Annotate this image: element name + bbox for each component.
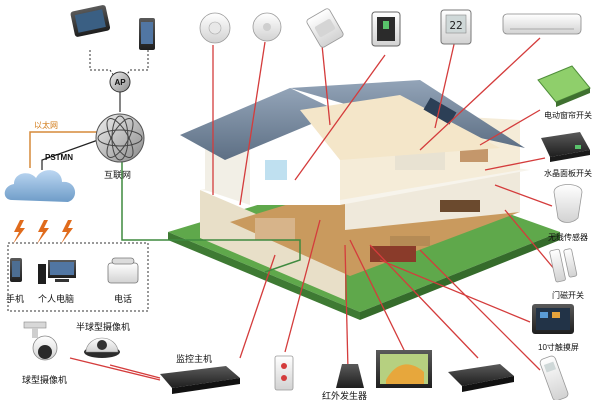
- internet-label: 互联网: [104, 170, 131, 180]
- dotted-link: [89, 50, 119, 83]
- thermostat-icon: 22: [440, 9, 472, 45]
- monitoring-host-icon: [160, 366, 240, 394]
- telephone-label: 电话: [114, 293, 132, 304]
- monitor-host-label: 监控主机: [176, 353, 212, 364]
- leader-line: [239, 254, 276, 359]
- telephone-icon: [107, 257, 139, 284]
- leader-lines: [69, 37, 556, 381]
- curtain-switch-label: 电动窗帘开关: [544, 110, 592, 120]
- internet-line: [121, 160, 301, 273]
- lawn-edge: [168, 232, 360, 320]
- touch-screen-icon: [532, 304, 574, 334]
- tablet-icon: [70, 5, 111, 37]
- leader-line: [284, 219, 321, 353]
- cloud-icon: [4, 170, 76, 202]
- mobile-phone-icon: [139, 18, 155, 50]
- ethernet-line: [29, 131, 98, 168]
- pc-icon: [38, 260, 76, 284]
- upper-floor-room: [250, 145, 340, 205]
- leader-line: [294, 54, 386, 181]
- leader-line: [69, 357, 161, 381]
- ap-label: AP: [114, 78, 126, 87]
- door-sensor-label: 门磁开关: [552, 290, 584, 300]
- kitchen-cabinet: [255, 218, 295, 240]
- phone-icon: [10, 258, 22, 282]
- leader-line: [504, 209, 556, 271]
- sofa: [370, 246, 416, 262]
- speed-dome-label: 球型摄像机: [22, 374, 67, 385]
- speed-dome-camera-icon: [23, 321, 58, 361]
- leader-line: [434, 39, 456, 129]
- leader-line: [479, 109, 541, 146]
- house-illustration: [168, 80, 560, 320]
- bedroom-cabinet: [460, 148, 488, 162]
- leader-line: [109, 364, 161, 379]
- wall-outlet-icon: [274, 355, 294, 391]
- ap-node: AP: [109, 71, 131, 93]
- pstn-label: PSTMN: [45, 153, 73, 162]
- living-room-rug: [390, 236, 430, 246]
- set-top-box-icon: [448, 364, 514, 392]
- air-conditioner-icon: [502, 13, 582, 35]
- network-links: [7, 50, 301, 312]
- lightning-icon: [37, 220, 49, 244]
- leader-line: [321, 44, 331, 126]
- skylight: [423, 97, 457, 125]
- wireless-sensor-icon: [553, 184, 583, 223]
- crystal-switch-icon: [541, 132, 590, 162]
- thermostat-reading: 22: [449, 19, 462, 32]
- door-sensor-icon: [549, 248, 578, 283]
- bed: [395, 150, 445, 170]
- motion-sensor-icon: [306, 8, 344, 48]
- curtain-switch-icon: [537, 65, 591, 107]
- roof-left: [180, 88, 340, 160]
- internet-hub-globe: [95, 113, 145, 163]
- leader-line: [494, 184, 553, 207]
- crystal-switch-label: 水晶面板开关: [544, 168, 592, 178]
- labels: 以太网 PSTMN 互联网 手机 个人电脑 电话 半球型摄像机 球型摄像机 监控…: [6, 110, 592, 400]
- leader-line: [344, 244, 349, 371]
- roof-cutaway: [300, 95, 500, 160]
- touch-switch-icon: [371, 11, 401, 47]
- phone-label: 手机: [6, 293, 24, 304]
- lawn-edge-right: [360, 232, 560, 320]
- dome-camera-label: 半球型摄像机: [76, 321, 130, 332]
- leader-line: [419, 249, 541, 371]
- upper-window: [265, 160, 287, 180]
- leader-line: [484, 157, 546, 171]
- touch-screen-label: 10寸触摸屏: [538, 342, 579, 352]
- wireless-sensor-label: 无线传感器: [548, 232, 588, 242]
- terminals-box: [7, 242, 149, 312]
- gas-detector-icon: [252, 12, 282, 42]
- leader-line: [419, 37, 541, 151]
- lightning-icon: [13, 220, 25, 244]
- pc-label: 个人电脑: [38, 293, 74, 304]
- ethernet-label: 以太网: [34, 120, 58, 130]
- pstn-line: [41, 139, 99, 170]
- leader-line: [349, 239, 406, 353]
- lightning-icon: [61, 220, 73, 244]
- smoke-detector-icon: [199, 12, 231, 44]
- leader-line: [379, 259, 531, 323]
- remote-control-icon: [539, 355, 569, 400]
- tv-stand: [440, 200, 480, 212]
- leader-line: [239, 41, 266, 206]
- infrared-emitter-label: 红外发生器: [322, 390, 367, 400]
- leader-line: [369, 244, 479, 359]
- infrared-emitter-icon: [336, 364, 364, 388]
- television-icon: [376, 350, 432, 388]
- ground-floor-left-wall: [200, 190, 345, 300]
- dome-camera-icon: [84, 337, 120, 358]
